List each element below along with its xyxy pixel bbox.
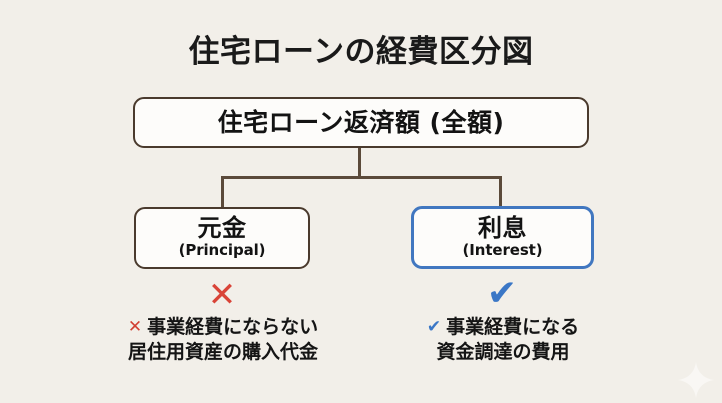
caption-interest: ✔事業経費になる 資金調達の費用 — [358, 316, 648, 364]
sparkle-icon — [678, 362, 714, 398]
caption-principal: ✕事業経費にならない 居住用資産の購入代金 — [78, 316, 368, 364]
node-interest: 利息 (Interest) — [411, 206, 594, 269]
check-mark-icon: ✔ — [486, 273, 518, 314]
caption-interest-line1: ✔事業経費になる — [358, 316, 648, 340]
connector-drop-principal — [221, 176, 224, 208]
caption-interest-line2: 資金調達の費用 — [436, 340, 570, 363]
connector-root-stem — [358, 148, 361, 179]
node-total-repayment: 住宅ローン返済額 (全額) — [133, 97, 589, 148]
caption-principal-line1: ✕事業経費にならない — [78, 316, 368, 340]
caption-interest-line1-text: 事業経費になる — [446, 316, 580, 338]
connector-drop-interest — [499, 176, 502, 207]
node-principal: 元金 (Principal) — [134, 207, 310, 269]
caption-principal-line2: 居住用資産の購入代金 — [127, 340, 318, 363]
node-interest-label-en: (Interest) — [462, 240, 543, 259]
node-principal-label-jp: 元金 — [197, 214, 247, 243]
cross-mark-icon: ✕ — [207, 275, 237, 315]
page-title: 住宅ローンの経費区分図 — [188, 34, 534, 70]
node-principal-label-en: (Principal) — [178, 241, 266, 260]
inline-cross-mark-icon: ✕ — [127, 317, 143, 337]
node-interest-label-jp: 利息 — [478, 213, 527, 242]
inline-check-mark-icon: ✔ — [426, 317, 442, 337]
caption-principal-line1-text: 事業経費にならない — [147, 316, 319, 338]
node-total-repayment-label: 住宅ローン返済額 (全額) — [217, 108, 505, 137]
connector-horizontal-bar — [221, 176, 502, 179]
